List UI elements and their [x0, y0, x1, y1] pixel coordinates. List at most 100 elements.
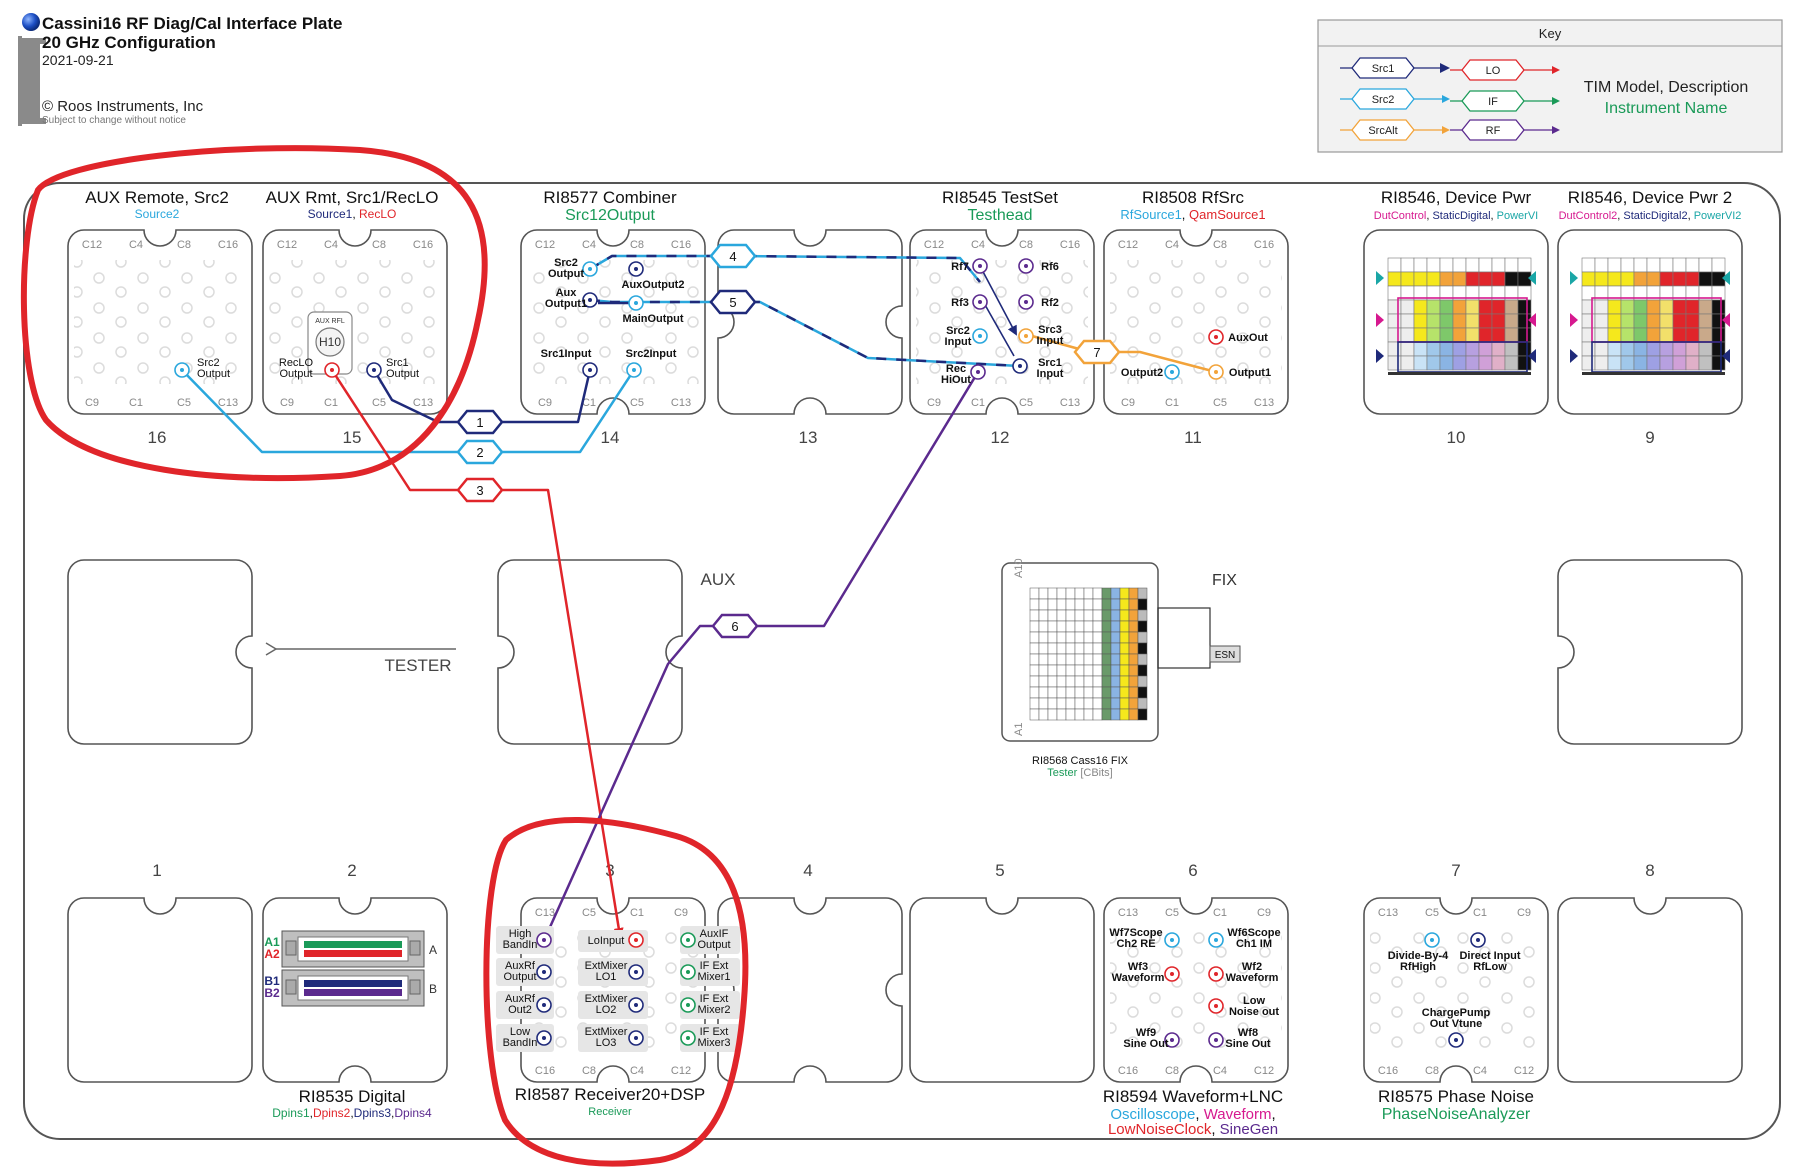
- slot7-title: RI8575 Phase Noise: [1378, 1087, 1534, 1106]
- key-src1: Src1: [1340, 57, 1450, 79]
- corner-label: C4: [1213, 1065, 1227, 1077]
- port-src1-input[interactable]: Src1Input: [541, 348, 598, 378]
- corner-label: C12: [671, 1065, 691, 1077]
- svg-text:Ch1 IM: Ch1 IM: [1236, 938, 1272, 950]
- svg-text:Output: Output: [386, 368, 419, 380]
- logo-ball: [22, 13, 40, 31]
- slot-num-16: 16: [148, 428, 167, 447]
- svg-text:AUX RFL: AUX RFL: [315, 318, 345, 325]
- slot12-sub: Testhead: [968, 207, 1033, 224]
- corner-label: C12: [1254, 1065, 1274, 1077]
- port-low-noise[interactable]: LowNoise out: [1208, 995, 1279, 1018]
- svg-text:Wf7Scope: Wf7Scope: [1109, 927, 1162, 939]
- slot15-h10-connector: AUX RFL H10: [307, 311, 353, 375]
- svg-text:Output: Output: [548, 268, 584, 280]
- port-src1-input-12[interactable]: Src1Input: [1012, 357, 1064, 380]
- cable-label-7: 7: [1073, 339, 1121, 365]
- svg-text:RI8568 Cass16 FIX: RI8568 Cass16 FIX: [1032, 755, 1129, 767]
- svg-text:RF: RF: [1486, 125, 1501, 137]
- cable-label-5: 5: [709, 289, 757, 315]
- port-src2-input[interactable]: Src2Input: [626, 348, 677, 378]
- slot-1: [67, 897, 253, 1083]
- key-if: IF: [1450, 90, 1560, 112]
- corner-label: C9: [674, 907, 688, 919]
- corner-label: C4: [1473, 1065, 1487, 1077]
- corner-label: C1: [1213, 907, 1227, 919]
- corner-label: C5: [630, 397, 644, 409]
- slot-num-7: 7: [1451, 861, 1460, 880]
- copyright: © Roos Instruments, Inc: [42, 98, 204, 115]
- svg-text:Rf2: Rf2: [1041, 297, 1059, 309]
- port-rf3[interactable]: Rf3: [951, 294, 988, 310]
- svg-text:AuxOutput2: AuxOutput2: [622, 279, 685, 291]
- corner-label: C16: [1060, 239, 1080, 251]
- slot-num-9: 9: [1645, 428, 1654, 447]
- slot2-sub: Dpins1,Dpins2,Dpins3,Dpins4: [272, 1106, 432, 1120]
- port-aux-output2[interactable]: AuxOutput2: [622, 261, 685, 291]
- key-srcalt: SrcAlt: [1340, 119, 1450, 141]
- corner-label: C12: [924, 239, 944, 251]
- slot6-title: RI8594 Waveform+LNC: [1103, 1087, 1283, 1106]
- slot-num-15: 15: [343, 428, 362, 447]
- port-loinput[interactable]: LoInput: [578, 930, 648, 952]
- svg-text:RecLO: RecLO: [279, 357, 314, 369]
- corner-label: C9: [1517, 907, 1531, 919]
- svg-text:BandIn: BandIn: [503, 939, 538, 951]
- corner-label: C8: [372, 239, 386, 251]
- slot-num-11: 11: [1184, 428, 1202, 447]
- corner-label: C16: [1118, 1065, 1138, 1077]
- corner-label: C12: [535, 239, 555, 251]
- title-line-2: 20 GHz Configuration: [42, 33, 216, 52]
- svg-text:Src2: Src2: [197, 357, 220, 369]
- svg-text:H10: H10: [319, 335, 341, 349]
- port-src2-input-12[interactable]: Src2Input: [945, 325, 988, 348]
- port-rf7[interactable]: Rf7: [951, 258, 988, 274]
- corner-label: C13: [535, 907, 555, 919]
- svg-text:Noise out: Noise out: [1229, 1006, 1279, 1018]
- port-rf6[interactable]: Rf6: [1018, 258, 1059, 274]
- port-auxout[interactable]: AuxOut: [1208, 329, 1268, 345]
- key-src2: Src2: [1340, 88, 1450, 110]
- port-output2[interactable]: Output2: [1121, 364, 1180, 380]
- svg-text:Output: Output: [697, 939, 730, 951]
- svg-text:Aux: Aux: [556, 287, 578, 299]
- svg-text:IF Ext: IF Ext: [700, 993, 729, 1005]
- port-rf2[interactable]: Rf2: [1018, 294, 1059, 310]
- slot16-sub: Source2: [135, 207, 180, 221]
- aux-label: AUX: [701, 570, 736, 589]
- port-output1[interactable]: Output1: [1208, 364, 1271, 380]
- corner-label: C1: [630, 907, 644, 919]
- port-main-output[interactable]: MainOutput: [622, 295, 684, 325]
- slot10-pin-grid: [1376, 257, 1536, 375]
- cable-label-2: 2: [456, 439, 504, 465]
- corner-label: C1: [129, 397, 143, 409]
- key-title: Key: [1539, 26, 1562, 41]
